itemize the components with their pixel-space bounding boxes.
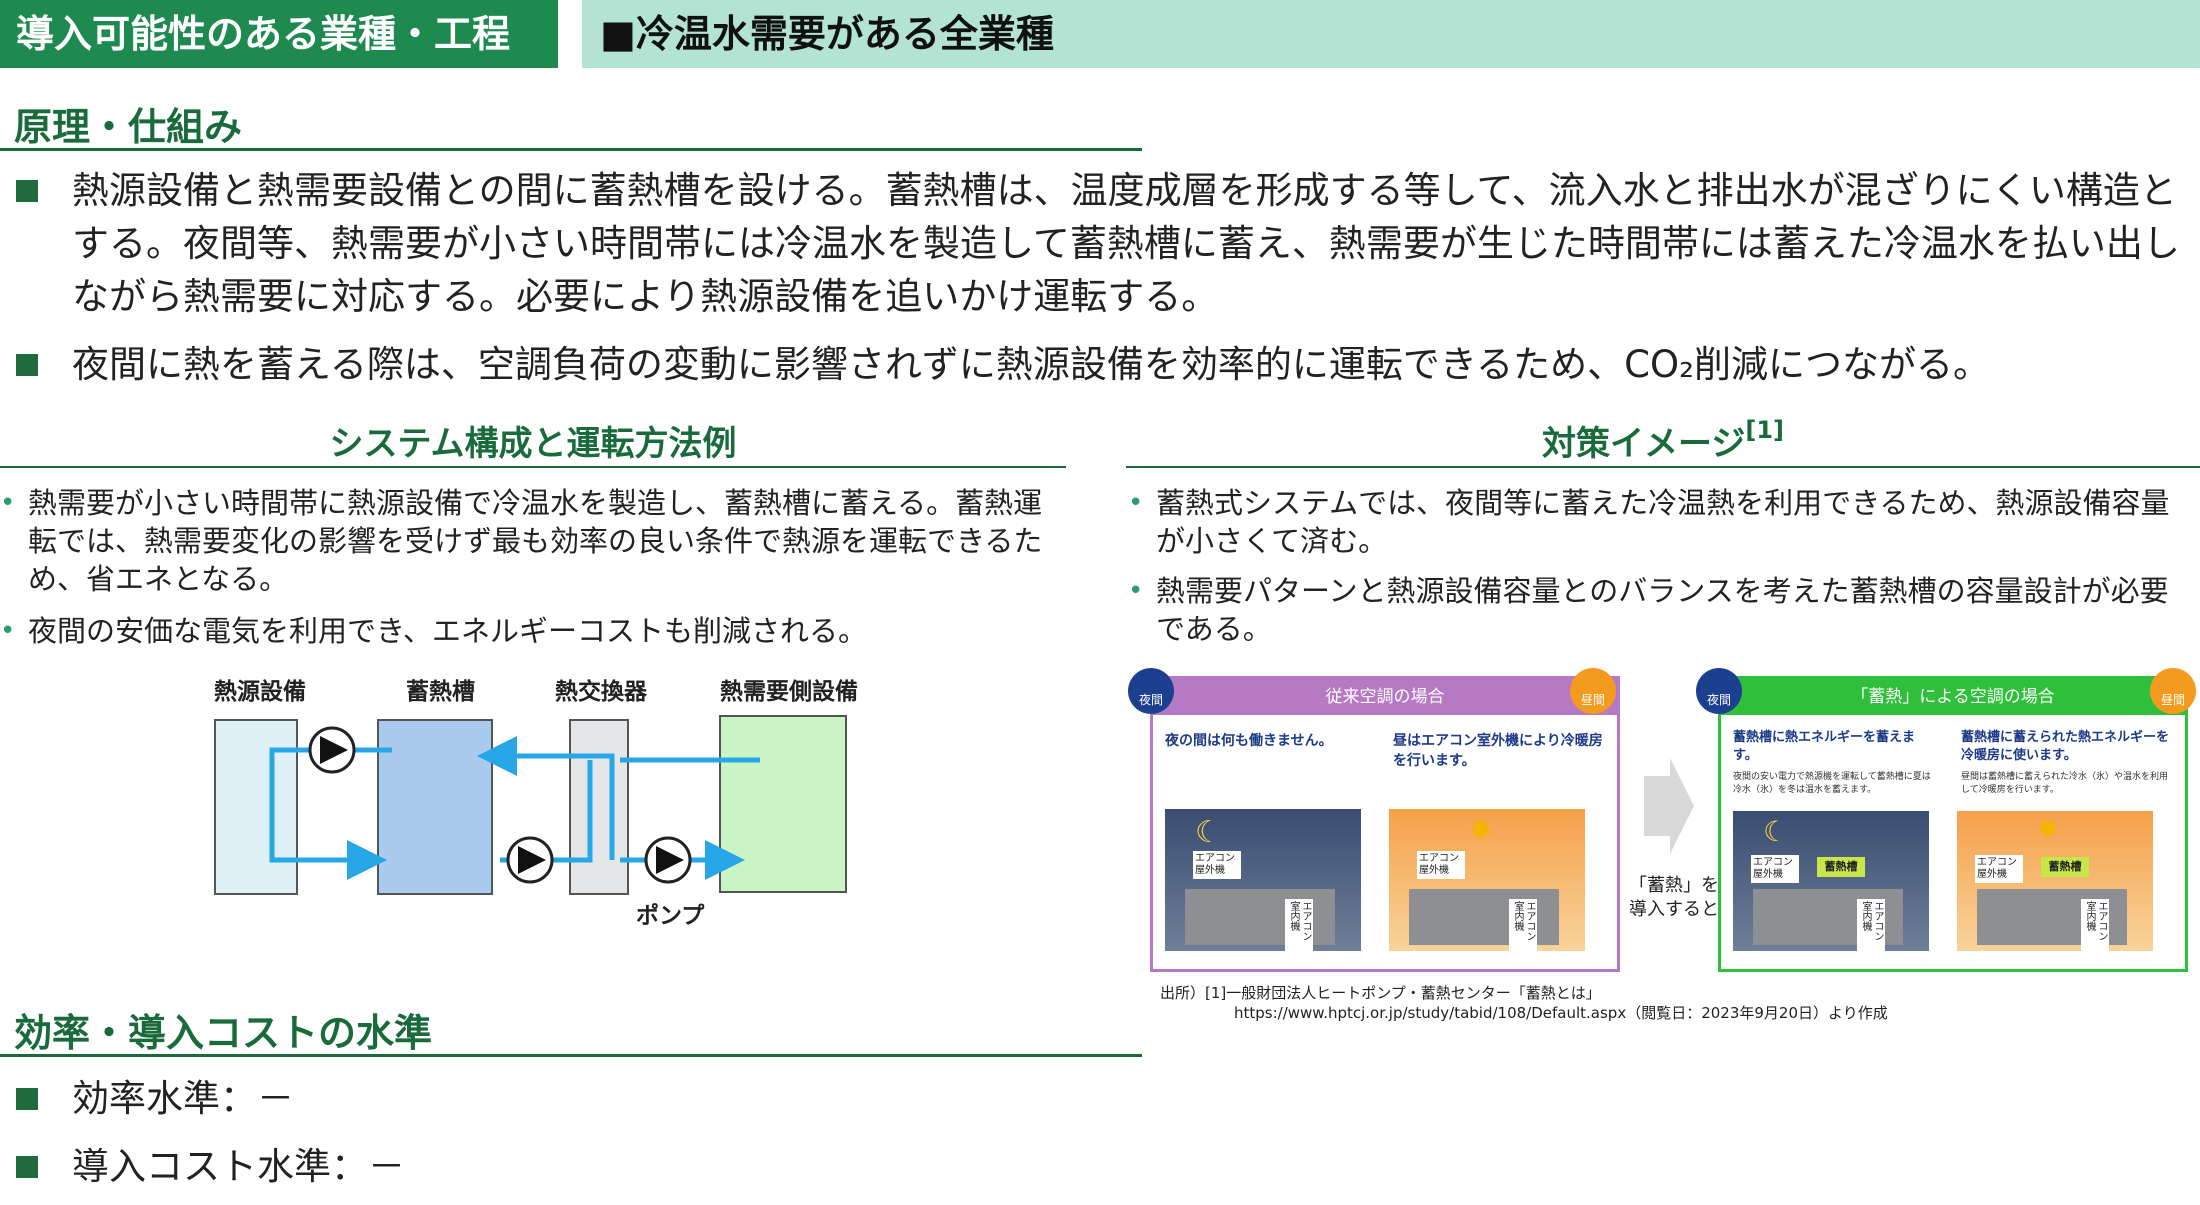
source-line-1: 出所）[1]一般財団法人ヒートポンプ・蓄熱センター「蓄熱とは」 — [1160, 984, 1601, 1002]
dot-bullet-icon: • — [1128, 576, 1144, 606]
storage-day-caption: 蓄熱槽に蓄えられた熱エネルギーを冷暖房に使います。 — [1961, 730, 2170, 763]
source-line-2: https://www.hptcj.or.jp/study/tabid/108/… — [1234, 1004, 1888, 1022]
efficiency-item-2: 導入コスト水準：－ — [16, 1140, 1116, 1196]
label-storage-tank: 蓄熱槽 — [406, 679, 475, 705]
system-diagram — [214, 715, 847, 895]
principle-bullet-text: 夜間に熱を蓄える際は、空調負荷の変動に影響されずに熱源設備を効率的に運転できるた… — [72, 343, 1990, 386]
outdoor-unit-label: エアコン屋外機 — [1975, 855, 2023, 883]
label-heat-source: 熱源設備 — [214, 679, 306, 705]
principle-bullet-1: 熱源設備と熱需要設備との間に蓄熱槽を設ける。蓄熱槽は、温度成層を形成する等して、… — [16, 164, 2186, 324]
heat-source-box — [214, 719, 298, 895]
storage-night-caption: 蓄熱槽に熱エネルギーを蓄えます。 — [1733, 730, 1916, 763]
measure-title-text: 対策イメージ — [1542, 424, 1746, 464]
night-badge: 夜間 — [1696, 668, 1742, 714]
principle-title: 原理・仕組み — [14, 105, 243, 149]
pump-icon — [308, 726, 356, 774]
day-badge: 昼間 — [1570, 668, 1616, 714]
system-divider — [0, 466, 1066, 468]
header-industry-title: 導入可能性のある業種・工程 — [0, 0, 558, 68]
storage-day-scene: ✹ エアコン屋外機 蓄熱槽 エアコン室内機 — [1957, 811, 2153, 951]
day-scene: ✹ エアコン屋外機 エアコン室内機 — [1389, 809, 1585, 951]
arrow-right-icon — [1644, 758, 1694, 854]
outdoor-unit-label: エアコン屋外機 — [1751, 855, 1799, 883]
efficiency-item-1: 効率水準：－ — [16, 1072, 1116, 1128]
indoor-unit-label: エアコン室内機 — [2081, 899, 2109, 951]
storage-night-scene: ☾ エアコン屋外機 蓄熱槽 エアコン室内機 — [1733, 811, 1929, 951]
demand-equipment-box — [719, 715, 847, 893]
principle-bullet-2: 夜間に熱を蓄える際は、空調負荷の変動に影響されずに熱源設備を効率的に運転できるた… — [16, 338, 2186, 394]
principle-bullet-text: 熱源設備と熱需要設備との間に蓄熱槽を設ける。蓄熱槽は、温度成層を形成する等して、… — [72, 169, 2180, 318]
introduce-storage-text: 「蓄熱」を導入すると — [1629, 875, 1719, 920]
square-bullet-icon — [16, 354, 38, 376]
conventional-day-caption: 昼はエアコン室外機により冷暖房を行います。 — [1393, 733, 1603, 769]
measure-reference: [1] — [1745, 416, 1784, 444]
dot-bullet-icon: • — [0, 616, 16, 646]
storage-tank-label: 蓄熱槽 — [2041, 857, 2089, 877]
square-bullet-icon — [16, 1088, 38, 1110]
square-bullet-icon — [16, 1156, 38, 1178]
label-demand-equipment: 熱需要側設備 — [720, 679, 858, 705]
thermal-storage-panel: 「蓄熱」による空調の場合 蓄熱槽に熱エネルギーを蓄えます。 夜間の安い電力で熱源… — [1718, 676, 2188, 972]
system-bullet-text: 熱需要が小さい時間帯に熱源設備で冷温水を製造し、蓄熱槽に蓄える。蓄熱運転では、熱… — [28, 486, 1043, 596]
square-bullet-icon — [16, 180, 38, 202]
label-pump: ポンプ — [636, 903, 705, 929]
measure-bullet-text: 蓄熱式システムでは、夜間等に蓄えた冷温熱を利用できるため、熱源設備容量が小さくて… — [1156, 486, 2170, 558]
thermal-storage-header: 「蓄熱」による空調の場合 — [1721, 679, 2185, 715]
efficiency-title: 効率・導入コストの水準 — [14, 1011, 433, 1055]
heat-exchanger-box — [569, 719, 629, 895]
sun-icon: ✹ — [2037, 815, 2059, 845]
dot-bullet-icon: • — [0, 488, 16, 518]
tank-exchanger-supply-pipe — [477, 736, 615, 860]
indoor-unit-label: エアコン室内機 — [1857, 899, 1885, 951]
system-title: システム構成と運転方法例 — [329, 424, 737, 464]
night-badge: 夜間 — [1128, 668, 1174, 714]
outdoor-unit-label: エアコン屋外機 — [1417, 851, 1465, 879]
conventional-panel: 従来空調の場合 夜の間は何も働きません。 昼はエアコン室外機により冷暖房を行いま… — [1150, 676, 1620, 972]
outdoor-unit-label: エアコン屋外機 — [1193, 851, 1241, 879]
system-bullet-text: 夜間の安価な電気を利用でき、エネルギーコストも削減される。 — [28, 614, 867, 648]
moon-icon: ☾ — [1763, 815, 1789, 848]
measure-divider — [1126, 466, 2200, 468]
sun-icon: ✹ — [1469, 813, 1493, 846]
pump-icon — [644, 836, 692, 884]
thermal-storage-illustration: 従来空調の場合 夜の間は何も働きません。 昼はエアコン室外機により冷暖房を行いま… — [1128, 668, 2200, 974]
storage-night-sub: 夜間の安い電力で熱源機を運転して蓄熱槽に夏は冷水（氷）を冬は温水を蓄えます。 — [1733, 772, 1931, 795]
indoor-unit-label: エアコン室内機 — [1509, 899, 1537, 951]
night-scene: ☾ エアコン屋外機 エアコン室内機 — [1165, 809, 1361, 951]
storage-tank-label: 蓄熱槽 — [1817, 857, 1865, 877]
storage-tank-box — [377, 719, 493, 895]
measure-title: 対策イメージ[1] — [1126, 416, 2200, 465]
label-heat-exchanger: 熱交換器 — [555, 679, 647, 705]
pump-icon — [506, 836, 554, 884]
measure-bullet-text: 熱需要パターンと熱源設備容量とのバランスを考えた蓄熱槽の容量設計が必要である。 — [1156, 574, 2169, 646]
day-badge-label: 昼間 — [2160, 693, 2185, 707]
dot-bullet-icon: • — [1128, 488, 1144, 518]
storage-day-sub: 昼間は蓄熱槽に蓄えられた冷水（氷）や温水を利用して冷暖房を行います。 — [1961, 772, 2169, 795]
conventional-header: 従来空調の場合 — [1153, 679, 1617, 715]
efficiency-item-text: 導入コスト水準：－ — [72, 1145, 405, 1188]
night-badge-label: 夜間 — [1138, 693, 1163, 707]
header-target-industries: ■冷温水需要がある全業種 — [582, 0, 2200, 68]
efficiency-item-text: 効率水準：－ — [72, 1077, 294, 1120]
conventional-night-caption: 夜の間は何も働きません。 — [1165, 733, 1333, 749]
principle-divider — [0, 148, 1142, 151]
efficiency-divider — [0, 1054, 1142, 1057]
day-badge-label: 昼間 — [1580, 693, 1605, 707]
day-badge: 昼間 — [2150, 668, 2196, 714]
night-badge-label: 夜間 — [1706, 693, 1731, 707]
moon-icon: ☾ — [1195, 815, 1222, 850]
indoor-unit-label: エアコン室内機 — [1285, 899, 1313, 951]
